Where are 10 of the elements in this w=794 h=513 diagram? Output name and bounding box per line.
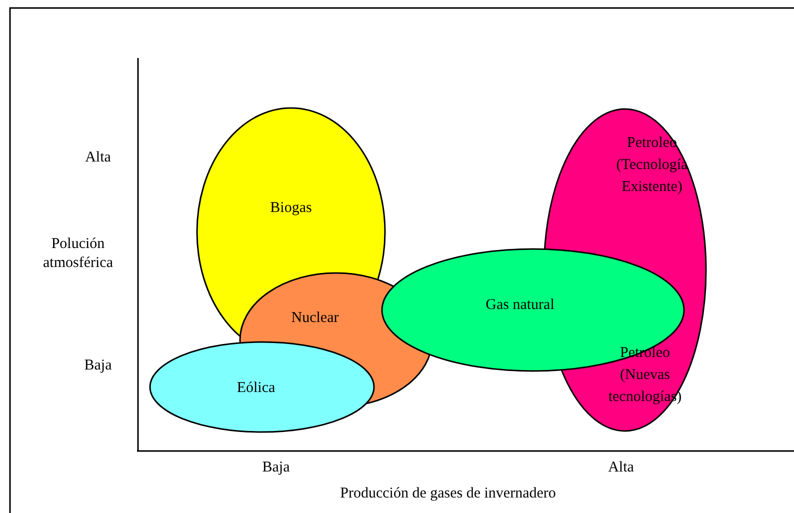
axis-tick-label: Baja	[262, 458, 290, 478]
region-label: Eólica	[236, 379, 276, 398]
axis-tick-label: Alta	[85, 148, 111, 168]
axis-title: Polución atmosférica	[42, 235, 114, 273]
region-label: Nuclear	[291, 309, 339, 328]
region-label: Gas natural	[486, 296, 554, 315]
axis-tick-label: Baja	[84, 356, 112, 376]
axis-title: Producción de gases de invernadero	[340, 484, 556, 504]
axis-tick-label: Alta	[608, 458, 634, 478]
region-label: Biogas	[270, 199, 312, 218]
